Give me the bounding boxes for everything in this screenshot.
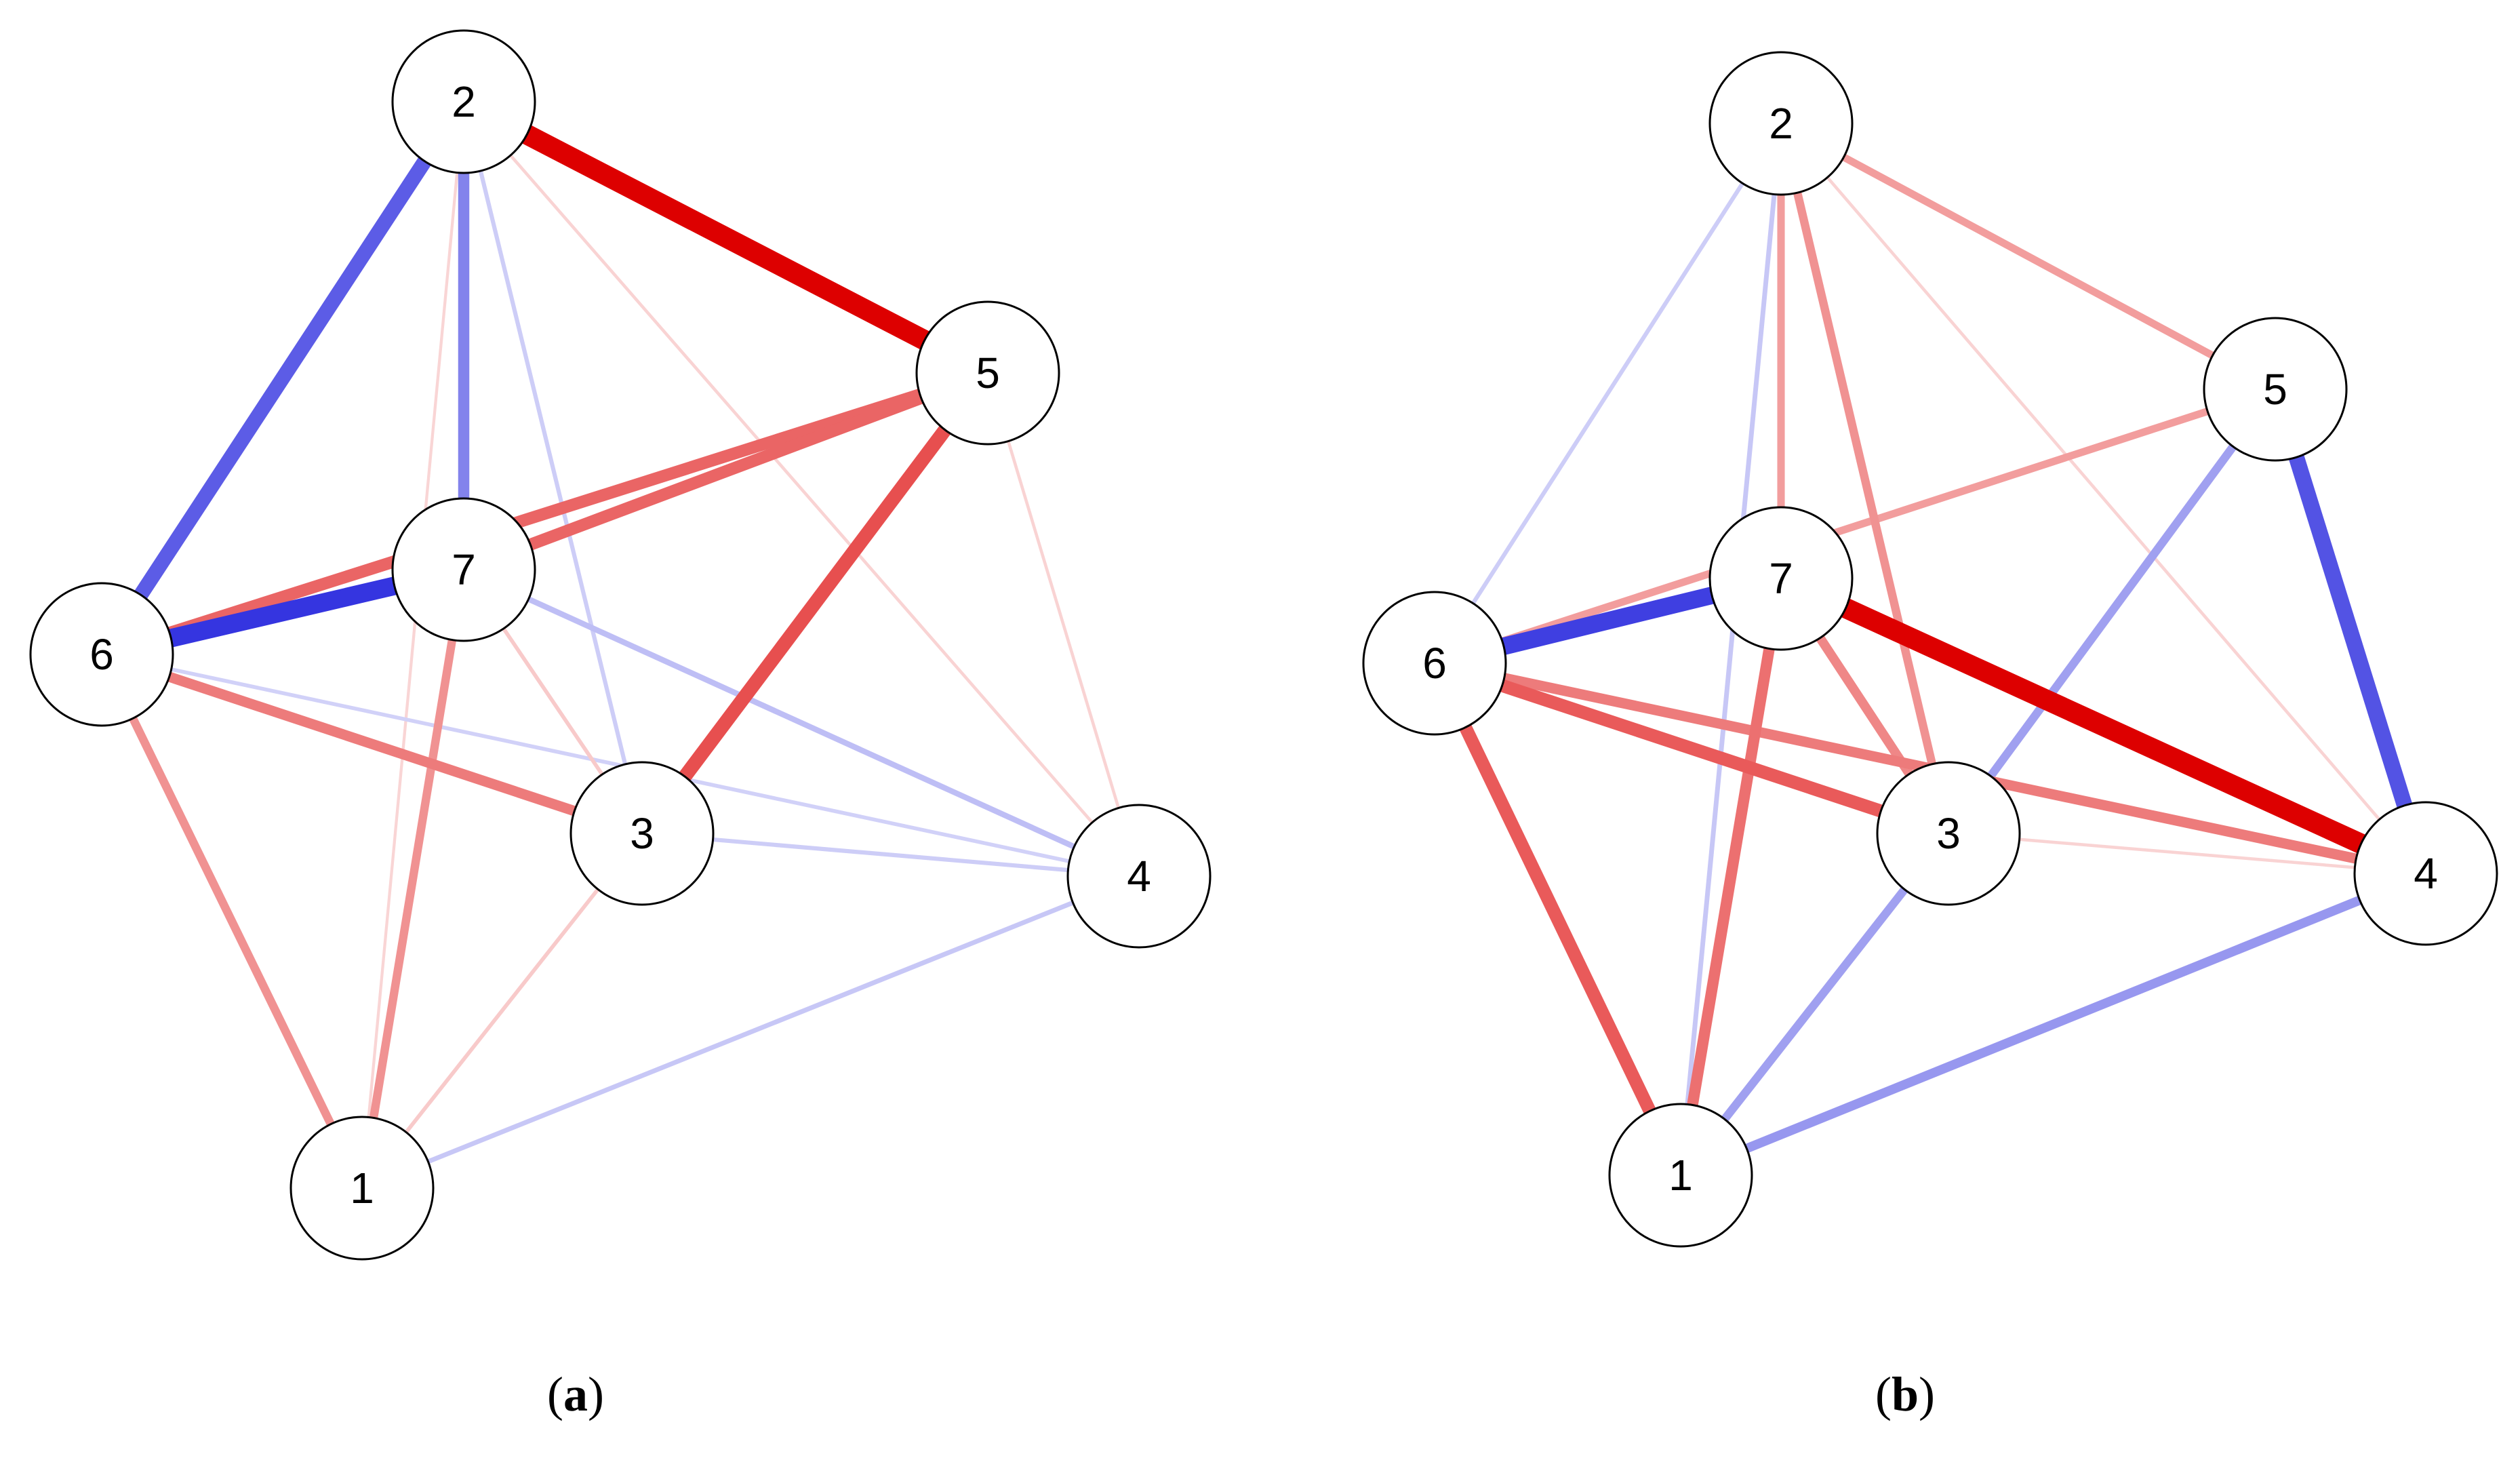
node-label: 2 [452, 77, 476, 126]
node-label: 1 [1668, 1151, 1693, 1200]
node-label: 3 [1936, 809, 1961, 858]
node-1: 1 [289, 1116, 435, 1261]
edge-2-1 [1678, 123, 1784, 1176]
node-label: 2 [1769, 99, 1793, 148]
node-label: 5 [2263, 365, 2287, 414]
node-6: 6 [29, 582, 174, 727]
edge-3-1 [360, 832, 644, 1189]
node-circle [1708, 51, 1854, 196]
node-7: 7 [1708, 506, 1854, 651]
node-label: 3 [630, 809, 654, 858]
edge-5-3 [636, 368, 994, 838]
edge-2-3 [461, 101, 645, 834]
edge-2-4 [462, 100, 1140, 878]
edge-3-4 [641, 831, 1140, 879]
node-circle [2203, 317, 2348, 462]
edge-1-4 [361, 873, 1140, 1191]
edge-2-6 [95, 97, 471, 659]
edge-7-4 [1776, 569, 2431, 883]
node-circle [289, 1116, 435, 1261]
edge-1-4 [1679, 869, 2428, 1180]
node-1: 1 [1608, 1103, 1753, 1248]
edge-2-6 [1433, 122, 1783, 665]
edge-6-5 [100, 367, 990, 661]
edge-7-1 [357, 568, 468, 1189]
node-3: 3 [569, 761, 715, 906]
edge-5-4 [986, 372, 1141, 877]
node-label: 4 [1127, 852, 1151, 901]
edge-3-1 [1677, 831, 1952, 1178]
node-circle [391, 29, 536, 174]
node-label: 5 [976, 349, 1000, 397]
edge-7-4 [462, 567, 1140, 879]
edge-6-3 [100, 649, 644, 839]
node-circle [391, 497, 536, 642]
node-5: 5 [2203, 317, 2348, 462]
edge-2-4 [1780, 122, 2427, 875]
edge-2-5 [1779, 120, 2277, 393]
node-circle [2353, 801, 2498, 946]
edge-3-4 [1948, 831, 2426, 875]
edge-2-3 [1776, 122, 1953, 835]
node-circle [1362, 591, 1507, 736]
panel-b-caption: (b) [1875, 1367, 1935, 1421]
node-circle [1876, 761, 2021, 906]
node-circle [1066, 804, 1212, 949]
node-label: 4 [2414, 849, 2438, 898]
node-circle [569, 761, 715, 906]
panel-a-caption: (a) [547, 1367, 604, 1421]
panel-a-edges [95, 92, 1141, 1191]
node-4: 4 [1066, 804, 1212, 949]
node-circle [1608, 1103, 1753, 1248]
panel-b-edges [1428, 120, 2434, 1180]
edge-7-1 [1675, 577, 1787, 1177]
edge-5-4 [2267, 387, 2434, 876]
panel-b-network: 1 2 3 4 5 6 7 [1362, 51, 2498, 1248]
node-circle [1708, 506, 1854, 651]
edge-6-1 [98, 652, 366, 1190]
panel-a-nodes: 1 2 3 4 5 6 7 [29, 29, 1212, 1261]
node-7: 7 [391, 497, 536, 642]
node-label: 1 [350, 1164, 374, 1213]
panel-b-nodes: 1 2 3 4 5 6 7 [1362, 51, 2498, 1248]
node-2: 2 [1708, 51, 1854, 196]
node-label: 6 [89, 630, 114, 679]
node-2: 2 [391, 29, 536, 174]
edge-6-1 [1428, 660, 1687, 1179]
node-3: 3 [1876, 761, 2021, 906]
node-label: 7 [1769, 554, 1793, 603]
edge-7-5 [461, 367, 991, 576]
node-4: 4 [2353, 801, 2498, 946]
edge-2-1 [360, 101, 466, 1189]
node-circle [915, 300, 1060, 446]
node-6: 6 [1362, 591, 1507, 736]
panel-a-network: 1 2 3 4 5 6 7 [29, 29, 1212, 1261]
node-label: 6 [1422, 639, 1447, 688]
edge-5-6 [1433, 385, 2277, 667]
edge-6-3 [1432, 656, 1951, 840]
node-5: 5 [915, 300, 1060, 446]
edge-5-3 [1945, 387, 2279, 836]
node-circle [29, 582, 174, 727]
edge-2-5 [459, 92, 993, 382]
node-label: 7 [452, 545, 476, 594]
